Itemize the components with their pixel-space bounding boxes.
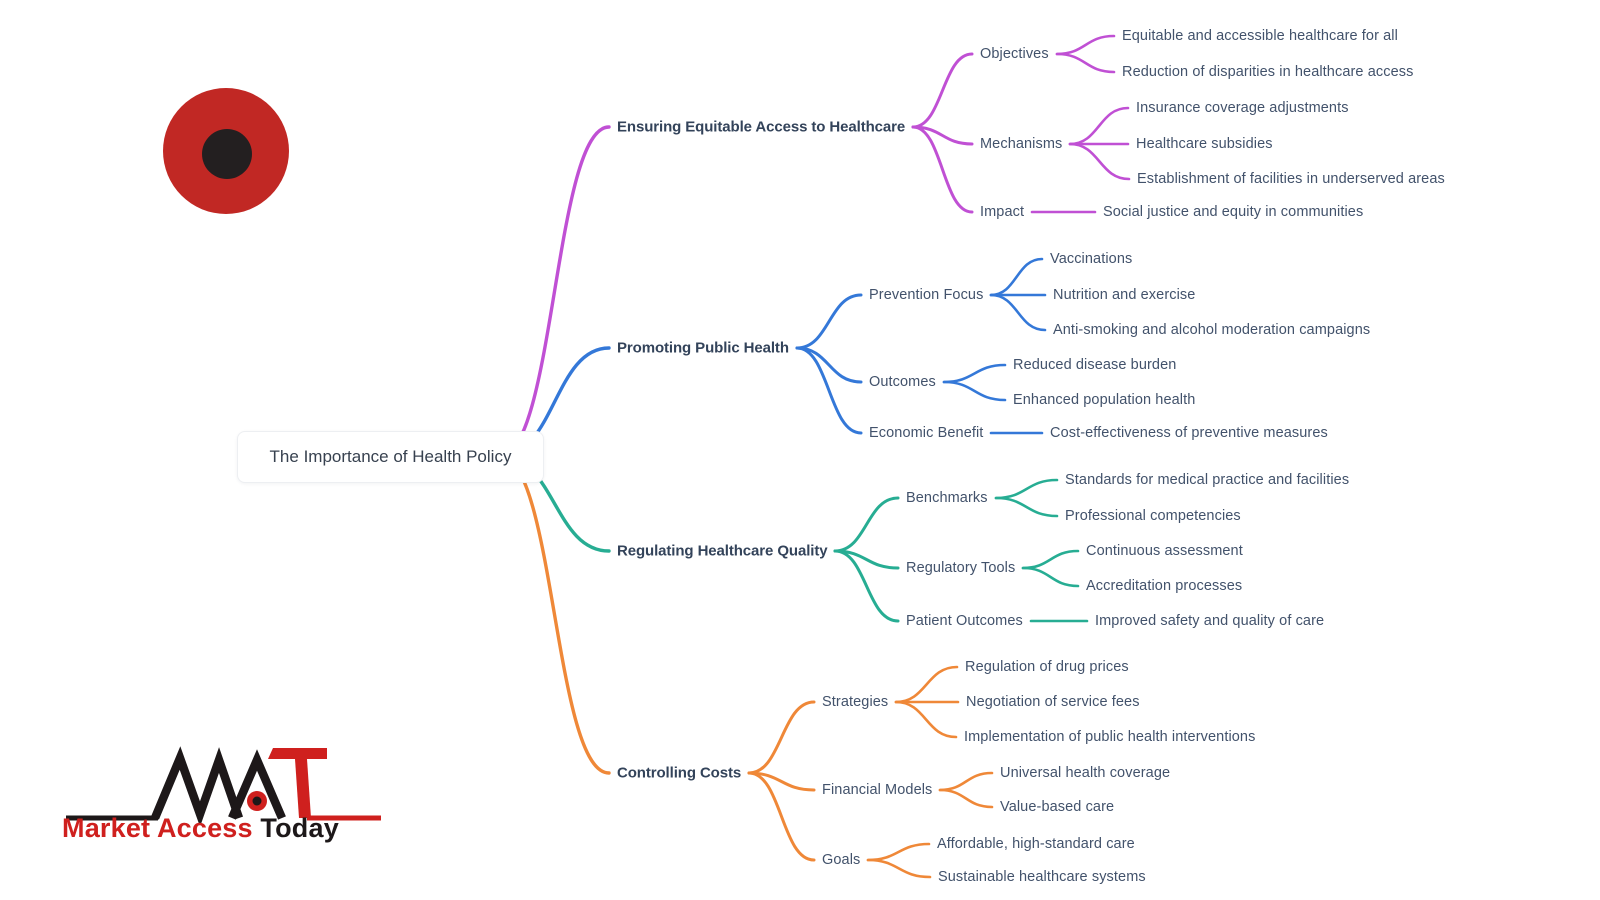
node-label-depth3: Value-based care (1000, 798, 1115, 815)
node-label-depth3: Enhanced population health (1013, 391, 1196, 408)
node-label-depth2: Prevention Focus (869, 286, 984, 303)
node-label-depth3: Improved safety and quality of care (1095, 612, 1325, 629)
branch-link (911, 52, 974, 129)
branch-link (938, 788, 994, 809)
branch-link (1021, 549, 1080, 570)
branch-link (989, 293, 1047, 332)
brand-wordmark: Market Access Today (62, 813, 339, 844)
branch-link (866, 858, 932, 879)
mark-a-dot-inner (252, 796, 262, 806)
logo-badge-icon (163, 88, 289, 214)
node-label-depth3: Reduced disease burden (1013, 356, 1177, 373)
node-label-depth3: Universal health coverage (1000, 764, 1171, 781)
node-label-depth2: Impact (980, 203, 1025, 220)
branch-link (1068, 142, 1131, 181)
branch-link (1068, 106, 1130, 146)
branch-link (795, 346, 863, 435)
branch-link (942, 363, 1007, 384)
node-label-depth3: Healthcare subsidies (1136, 135, 1273, 152)
node-label-depth2: Mechanisms (980, 135, 1063, 152)
node-label-depth2: Goals (822, 851, 861, 868)
mark-letter-a (228, 749, 286, 820)
mark-letter-m (151, 746, 244, 825)
branch-link (989, 257, 1044, 297)
node-label-depth2: Financial Models (822, 781, 933, 798)
branch-link (747, 771, 816, 862)
node-label-depth1: Regulating Healthcare Quality (617, 542, 828, 560)
node-label-depth3: Sustainable healthcare systems (938, 868, 1146, 885)
branch-link (795, 346, 863, 384)
node-label-depth3: Cost-effectiveness of preventive measure… (1050, 424, 1328, 441)
branch-link (938, 771, 994, 792)
node-label-depth2: Patient Outcomes (906, 612, 1023, 629)
node-label-depth2: Objectives (980, 45, 1049, 62)
node-label-depth3: Standards for medical practice and facil… (1065, 471, 1350, 488)
branch-link (866, 842, 931, 862)
wordmark-secondary: Today (252, 813, 339, 843)
node-label-depth3: Reduction of disparities in healthcare a… (1122, 63, 1414, 80)
brand-mark-icon (66, 746, 381, 825)
node-label-depth2: Regulatory Tools (906, 559, 1016, 576)
branch-link (833, 496, 900, 553)
root-label: The Importance of Health Policy (269, 447, 512, 466)
node-label-depth3: Equitable and accessible healthcare for … (1122, 27, 1398, 44)
node-label-depth3: Professional competencies (1065, 507, 1241, 524)
branch-link (833, 549, 900, 623)
node-label-depth3: Implementation of public health interven… (964, 728, 1256, 745)
node-label-depth2: Benchmarks (906, 489, 988, 506)
branch-link (994, 496, 1059, 518)
branch-link (795, 293, 863, 350)
branch-link (747, 771, 816, 792)
node-label-depth3: Negotiation of service fees (966, 693, 1140, 710)
node-label-depth3: Nutrition and exercise (1053, 286, 1196, 303)
node-label-depth3: Accreditation processes (1086, 577, 1243, 594)
node-label-depth3: Vaccinations (1050, 250, 1133, 267)
wordmark-primary: Market Access (62, 813, 253, 843)
mark-letter-t-stem (295, 759, 311, 818)
branch-link (911, 125, 974, 214)
node-label-depth3: Regulation of drug prices (965, 658, 1129, 675)
badge-inner-circle (202, 129, 252, 179)
node-label-depth3: Affordable, high-standard care (937, 835, 1135, 852)
node-label-depth3: Social justice and equity in communities (1103, 203, 1364, 220)
mark-letter-t-bar (268, 748, 327, 759)
root-node: The Importance of Health Policy (237, 431, 544, 483)
node-label-depth3: Establishment of facilities in underserv… (1137, 170, 1445, 187)
branch-link (994, 478, 1059, 500)
branch-link (498, 125, 611, 458)
node-label-depth1: Ensuring Equitable Access to Healthcare (617, 118, 906, 136)
node-label-depth3: Insurance coverage adjustments (1136, 99, 1349, 116)
branch-link (894, 665, 959, 704)
branch-link (1055, 34, 1116, 56)
branch-link (894, 700, 958, 739)
node-label-depth1: Controlling Costs (617, 764, 742, 782)
node-label-depth2: Outcomes (869, 373, 936, 390)
node-label-depth3: Anti-smoking and alcohol moderation camp… (1053, 321, 1371, 338)
branch-link (747, 700, 816, 775)
node-label-depth3: Continuous assessment (1086, 542, 1243, 559)
node-label-depth2: Strategies (822, 693, 889, 710)
node-label-depth1: Promoting Public Health (617, 339, 789, 357)
branch-link (1021, 566, 1080, 588)
node-label-depth2: Economic Benefit (869, 424, 984, 441)
branch-link (1055, 52, 1116, 74)
branch-link (942, 380, 1007, 402)
